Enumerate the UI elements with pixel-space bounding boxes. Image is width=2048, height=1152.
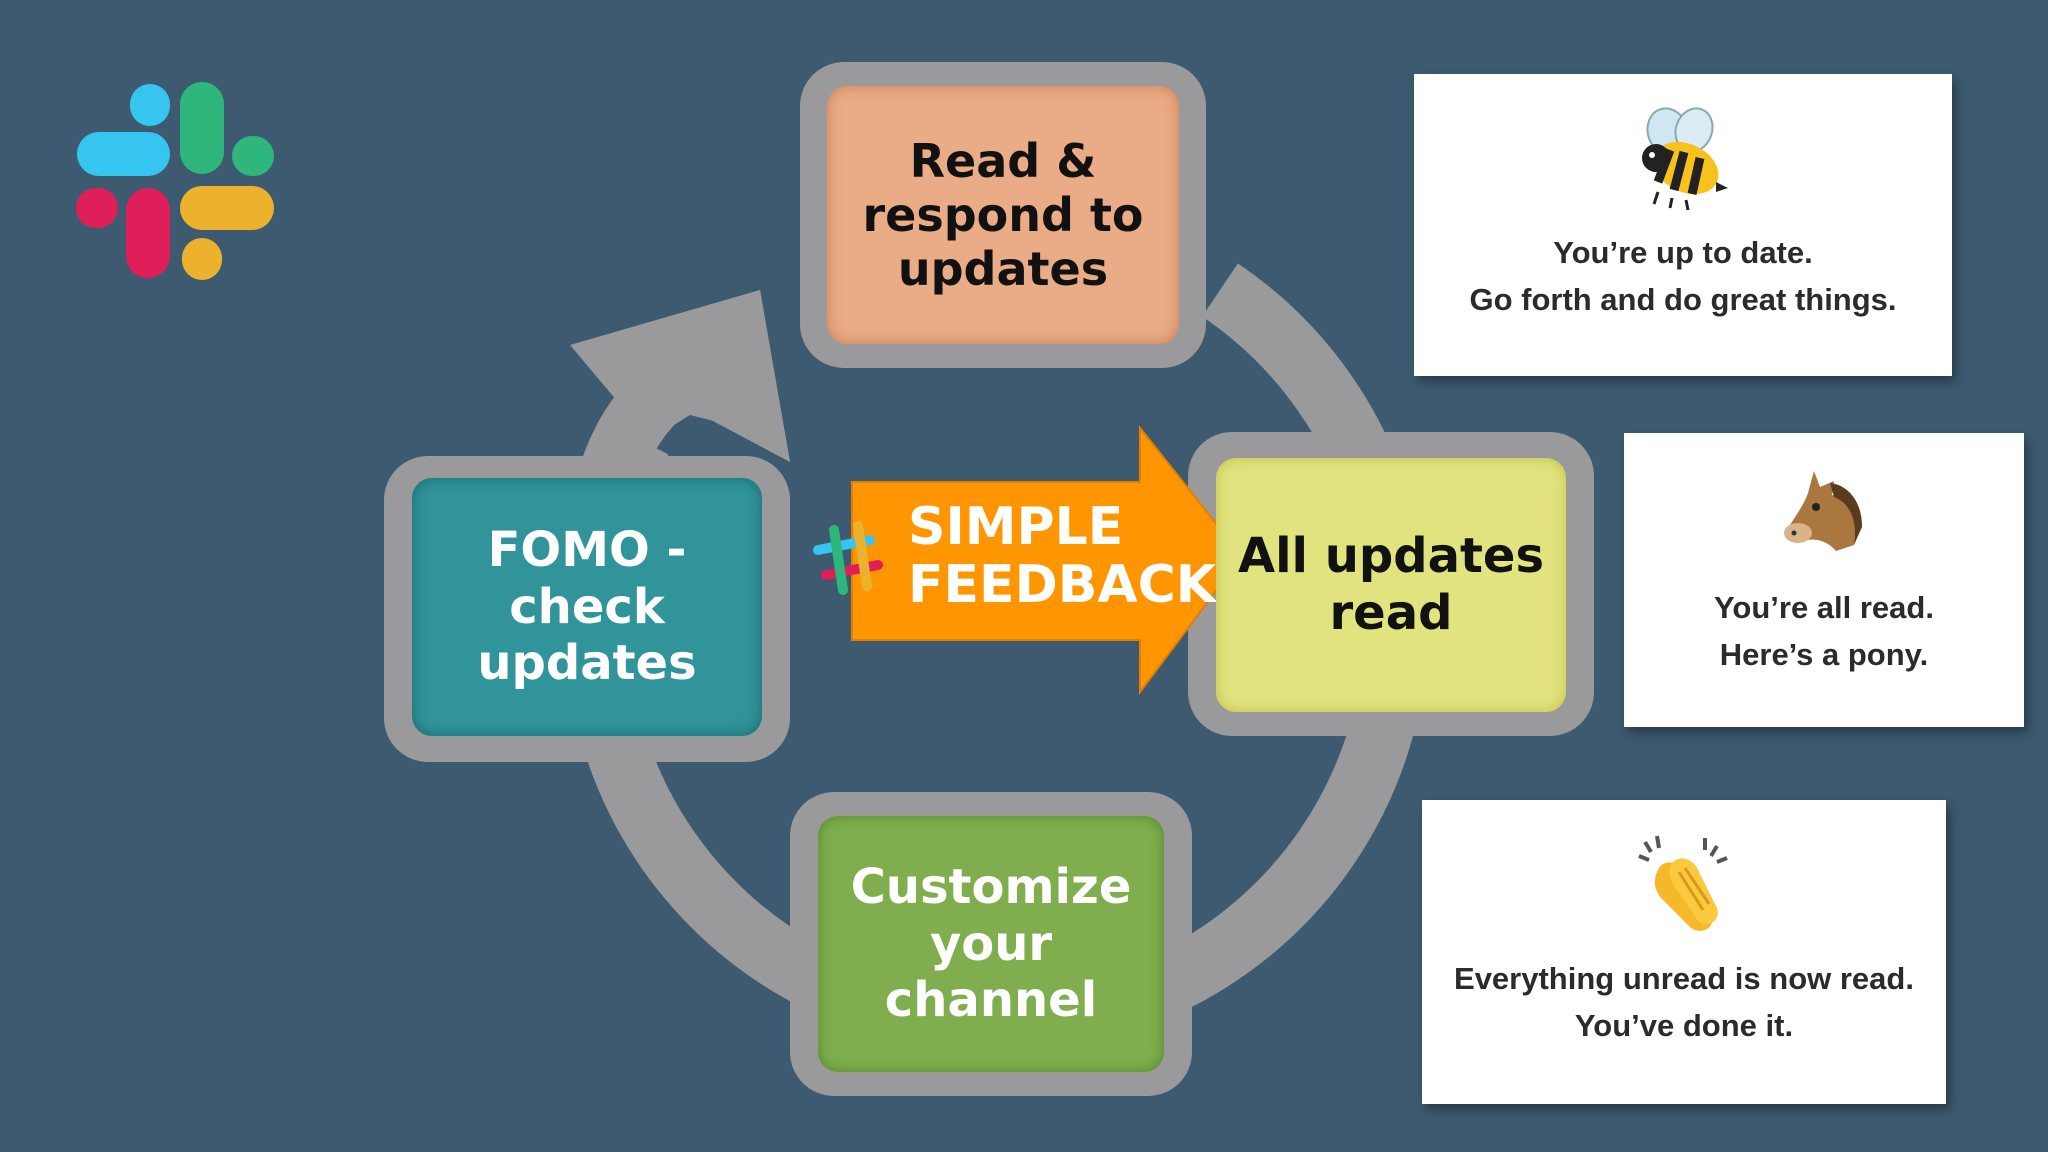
pony-msg-line-2: Here’s a pony. bbox=[1719, 636, 1929, 672]
cycle-arrow-head-tip bbox=[572, 290, 790, 462]
everything-read-card: Everything unread is now read. You’ve do… bbox=[1422, 800, 1946, 1104]
fomo-line-2: check bbox=[509, 578, 665, 635]
simple-feedback-label: SIMPLE FEEDBACK bbox=[908, 497, 1217, 616]
feedback-line-2: FEEDBACK bbox=[908, 555, 1217, 616]
all-updates-read-box: All updates read bbox=[1216, 458, 1566, 712]
all-read-line-1: All updates bbox=[1237, 528, 1545, 585]
slack-hash-icon bbox=[813, 521, 883, 595]
read-line-2: respond to bbox=[862, 187, 1144, 242]
clapping-hands-icon bbox=[1638, 835, 1728, 931]
bee-icon bbox=[1642, 107, 1728, 211]
clap-msg-line-2: You’ve done it. bbox=[1574, 1007, 1794, 1043]
clap-msg-line-1: Everything unread is now read. bbox=[1454, 961, 1914, 996]
bee-msg-line-2: Go forth and do great things. bbox=[1469, 281, 1897, 317]
horse-face-icon bbox=[1784, 471, 1862, 551]
customize-line-2: your bbox=[929, 915, 1053, 972]
read-line-1: Read & bbox=[909, 133, 1097, 188]
customize-channel-box: Customize your channel bbox=[818, 816, 1164, 1072]
customize-line-1: Customize bbox=[850, 859, 1132, 916]
all-read-line-2: read bbox=[1329, 585, 1453, 641]
fomo-line-3: updates bbox=[477, 635, 697, 692]
customize-line-3: channel bbox=[884, 972, 1098, 1029]
fomo-line-1: FOMO - bbox=[487, 522, 687, 579]
up-to-date-card: You’re up to date. Go forth and do great… bbox=[1414, 74, 1952, 376]
all-read-pony-card: You’re all read. Here’s a pony. bbox=[1624, 433, 2024, 727]
bee-msg-line-1: You’re up to date. bbox=[1553, 235, 1813, 270]
feedback-line-1: SIMPLE bbox=[908, 497, 1124, 557]
read-respond-box: Read & respond to updates bbox=[827, 86, 1179, 344]
read-line-3: updates bbox=[897, 242, 1109, 297]
pony-msg-line-1: You’re all read. bbox=[1714, 590, 1934, 625]
fomo-check-updates-box: FOMO - check updates bbox=[412, 478, 762, 736]
